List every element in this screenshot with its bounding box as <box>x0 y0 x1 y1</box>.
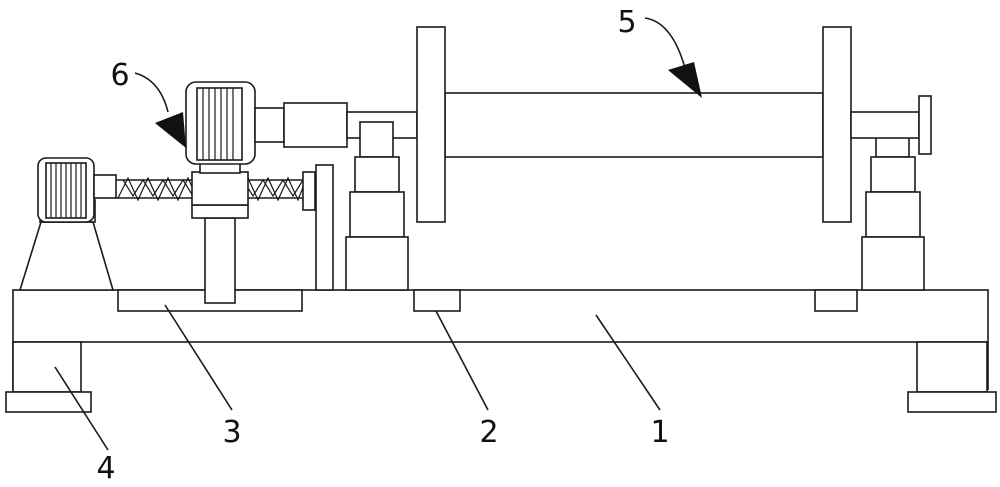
label-4: 4 <box>96 451 115 486</box>
arrow-head-6 <box>155 112 186 148</box>
leader-line-6 <box>135 73 168 112</box>
right-leg <box>908 342 996 412</box>
left-pedestal <box>346 122 408 290</box>
left-motor-assembly <box>20 158 116 290</box>
leader-line-5 <box>645 18 685 68</box>
left-leg <box>6 342 91 412</box>
screw-end-plate <box>303 172 315 210</box>
label-6: 6 <box>110 58 129 93</box>
winding-drum <box>417 27 931 222</box>
label-3: 3 <box>222 415 241 450</box>
label-1: 1 <box>650 415 669 450</box>
left-mount-block <box>414 290 460 311</box>
screw-support-post <box>316 165 333 290</box>
label-2: 2 <box>479 415 498 450</box>
sliding-carriage <box>192 163 248 303</box>
label-5: 5 <box>617 5 636 40</box>
right-pedestal <box>862 122 924 290</box>
right-mount-block <box>815 290 857 311</box>
